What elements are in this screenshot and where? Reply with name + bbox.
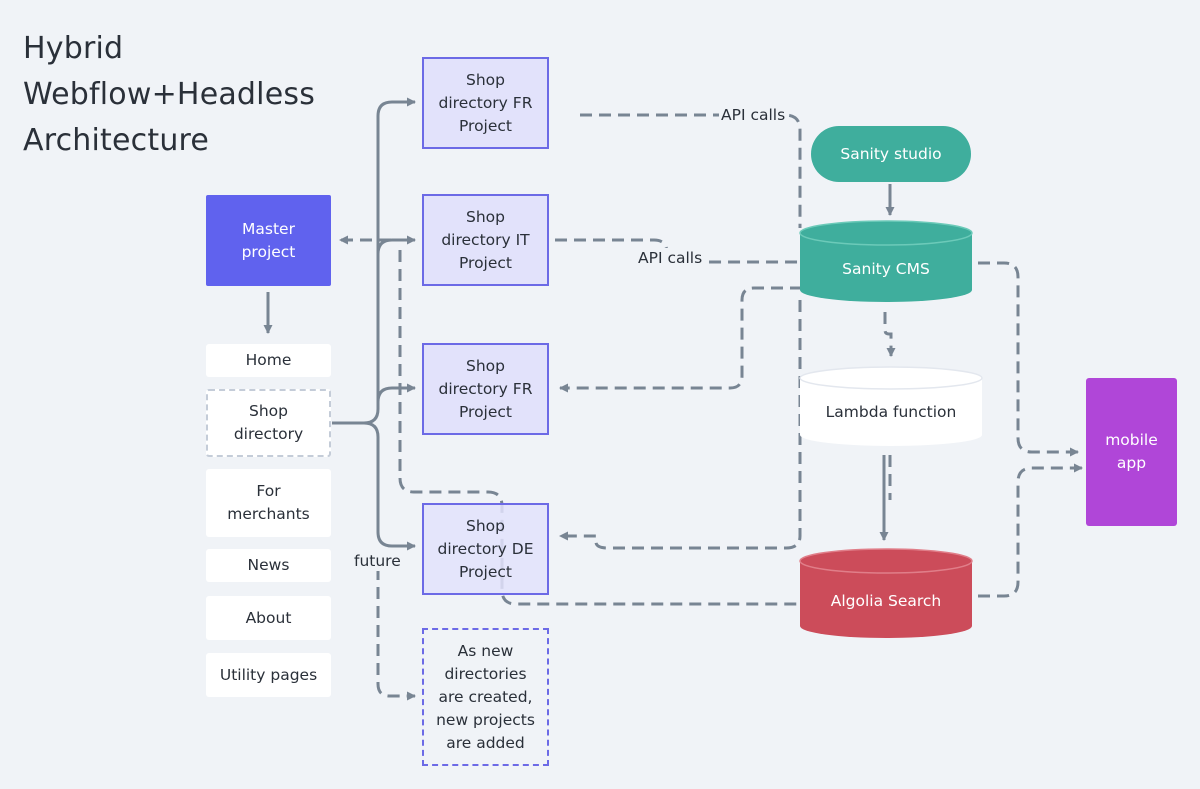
master-project-node[interactable]: Master project	[206, 195, 331, 286]
cms-to-fr2-arrow	[559, 286, 802, 393]
diagram-title: Hybrid Webflow+Headless Architecture	[23, 26, 315, 164]
api-calls-label-it: API calls	[636, 248, 705, 268]
sanity-studio-node[interactable]: Sanity studio	[811, 126, 971, 182]
project-shop-directory-de[interactable]: Shop directory DE Project	[422, 503, 549, 595]
mobile-app-node[interactable]: mobile app	[1086, 378, 1177, 526]
shop-to-it-arrow	[376, 235, 416, 255]
sanity-cms-cylinder	[799, 220, 973, 302]
sanity-cms-label: Sanity CMS	[842, 260, 930, 278]
api-calls-fr1-connector	[580, 113, 802, 228]
project-shop-directory-fr-1[interactable]: Shop directory FR Project	[422, 57, 549, 149]
algolia-to-mobile-arrow	[978, 463, 1083, 598]
page-about[interactable]: About	[206, 596, 331, 640]
project-shop-directory-fr-2[interactable]: Shop directory FR Project	[422, 343, 549, 435]
master-loop-connector	[398, 250, 800, 606]
title-line: Hybrid	[23, 31, 124, 66]
cms-to-lambda-connector	[883, 312, 896, 357]
title-line: Webflow+Headless	[23, 77, 316, 112]
page-home[interactable]: Home	[206, 344, 331, 377]
page-shop-directory[interactable]: Shop directory	[206, 389, 331, 457]
page-for-merchants[interactable]: For merchants	[206, 469, 331, 537]
page-news[interactable]: News	[206, 549, 331, 582]
algolia-search-label: Algolia Search	[830, 592, 942, 610]
lambda-cylinder	[799, 366, 983, 446]
project-shop-directory-it[interactable]: Shop directory IT Project	[422, 194, 549, 286]
page-utility-pages[interactable]: Utility pages	[206, 653, 331, 697]
future-arrow	[376, 568, 416, 701]
api-calls-label-fr: API calls	[719, 105, 788, 125]
shop-to-fr2-arrow	[376, 383, 416, 403]
title-line: Architecture	[23, 123, 210, 158]
cms-to-mobile-arrow	[978, 261, 1079, 457]
shop-to-fr1-arrow	[332, 97, 416, 425]
lambda-function-label: Lambda function	[825, 403, 957, 421]
cms-to-de-arrow	[559, 300, 802, 550]
algolia-cylinder	[799, 548, 973, 638]
future-projects-note: As new directories are created, new proj…	[422, 628, 549, 766]
shop-to-de-arrow	[363, 421, 416, 551]
future-label: future	[352, 551, 403, 571]
